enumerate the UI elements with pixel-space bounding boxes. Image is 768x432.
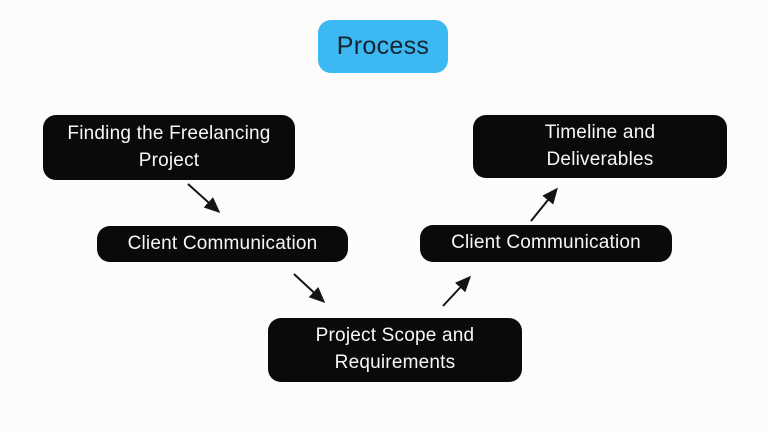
diagram-title-label: Process: [336, 32, 430, 60]
arrow-client1-to-scope: [293, 273, 326, 304]
node-label: Client Communication: [451, 232, 641, 254]
arrow-client2-to-timeline: [530, 187, 558, 222]
arrow-finding-to-client1: [187, 183, 221, 214]
node-label: Project Scope and Requirements: [315, 325, 475, 373]
node-timeline-deliverables: Timeline and Deliverables: [473, 115, 727, 178]
node-project-scope-requirements: Project Scope and Requirements: [268, 318, 522, 382]
diagram-title: Process: [318, 20, 448, 73]
node-label: Timeline and Deliverables: [544, 121, 656, 170]
node-client-communication-right: Client Communication: [420, 225, 672, 262]
arrow-scope-to-client2: [442, 275, 472, 307]
node-client-communication-left: Client Communication: [97, 226, 348, 262]
node-label: Client Communication: [127, 232, 318, 254]
node-finding-freelancing-project: Finding the Freelancing Project: [43, 115, 295, 180]
node-label: Finding the Freelancing Project: [67, 122, 271, 171]
